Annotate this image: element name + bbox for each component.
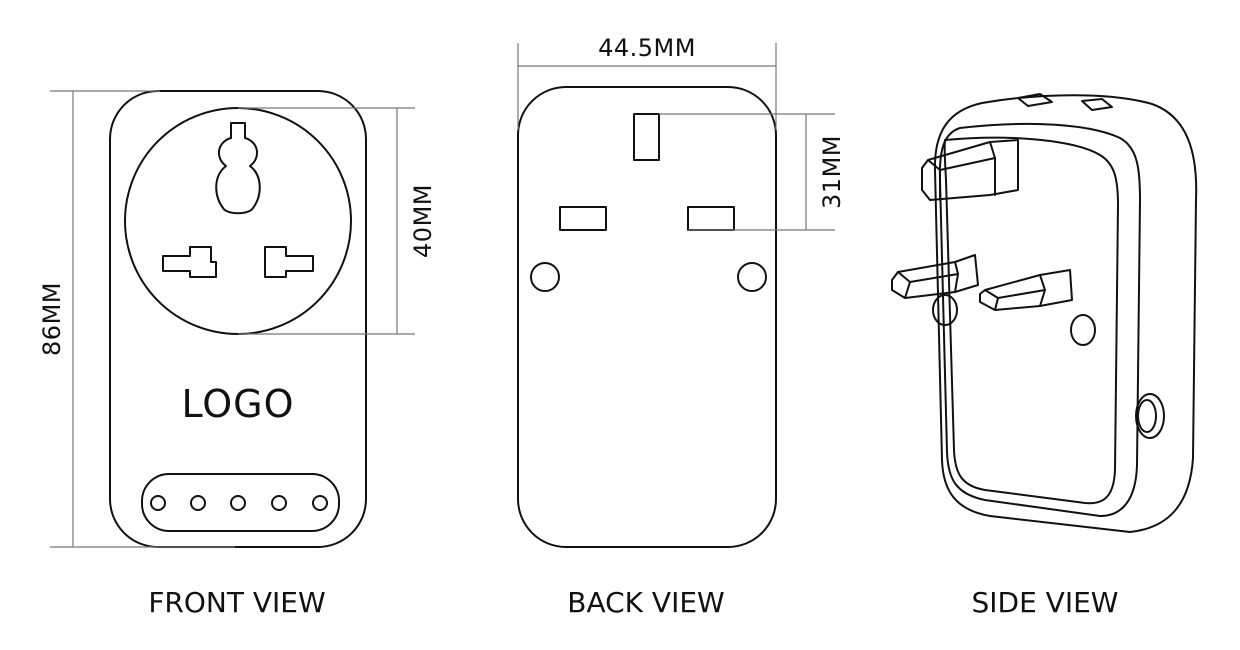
indicator-light — [312, 495, 328, 511]
side-view-caption: SIDE VIEW — [972, 586, 1119, 619]
socket-dimension-label: 40MM — [409, 184, 437, 258]
side-earth-pin-edges — [927, 141, 996, 201]
screw-hole-right — [737, 262, 767, 292]
socket-left-slot — [162, 246, 217, 278]
side-live-pin-edges — [897, 261, 959, 299]
earth-pin-slot — [633, 113, 660, 161]
socket-top-slot — [215, 122, 261, 215]
socket-right-slot — [264, 246, 314, 278]
side-view: SIDE VIEW — [891, 93, 1198, 619]
top-vent — [1081, 98, 1113, 111]
top-vent — [1017, 93, 1053, 107]
front-view: LOGO 86MM 40MM FRONT VIEW — [38, 90, 437, 619]
socket-face-circle — [124, 107, 352, 335]
width-dimension-label: 44.5MM — [598, 34, 696, 62]
side-middle-shell — [938, 122, 1141, 517]
side-back-plate — [943, 136, 1119, 505]
height-dimension-label: 86MM — [38, 282, 66, 356]
front-housing-outline — [109, 90, 367, 548]
back-housing-outline — [517, 86, 777, 548]
indicator-light — [190, 495, 206, 511]
indicator-light — [230, 495, 246, 511]
side-neutral-pin-edges — [984, 274, 1046, 311]
screw-hole-left — [530, 262, 560, 292]
side-neutral-pin — [979, 269, 1073, 311]
neutral-pin-slot — [687, 206, 735, 231]
indicator-strip — [141, 473, 340, 532]
indicator-light — [271, 495, 287, 511]
side-earth-pin — [921, 139, 1019, 201]
live-pin-slot — [559, 206, 607, 231]
indicator-light — [150, 495, 166, 511]
side-screw-hole — [932, 294, 958, 326]
side-switch-button-inner — [1137, 399, 1157, 433]
pin-dimension-label: 31MM — [818, 135, 846, 209]
front-view-caption: FRONT VIEW — [148, 586, 325, 619]
side-outer-shell — [933, 94, 1198, 533]
back-view-caption: BACK VIEW — [567, 586, 724, 619]
logo-text: LOGO — [181, 382, 294, 426]
side-switch-button — [1135, 393, 1165, 439]
side-screw-hole — [1070, 314, 1096, 346]
back-view: 44.5MM 31MM BACK VIEW — [517, 34, 846, 619]
